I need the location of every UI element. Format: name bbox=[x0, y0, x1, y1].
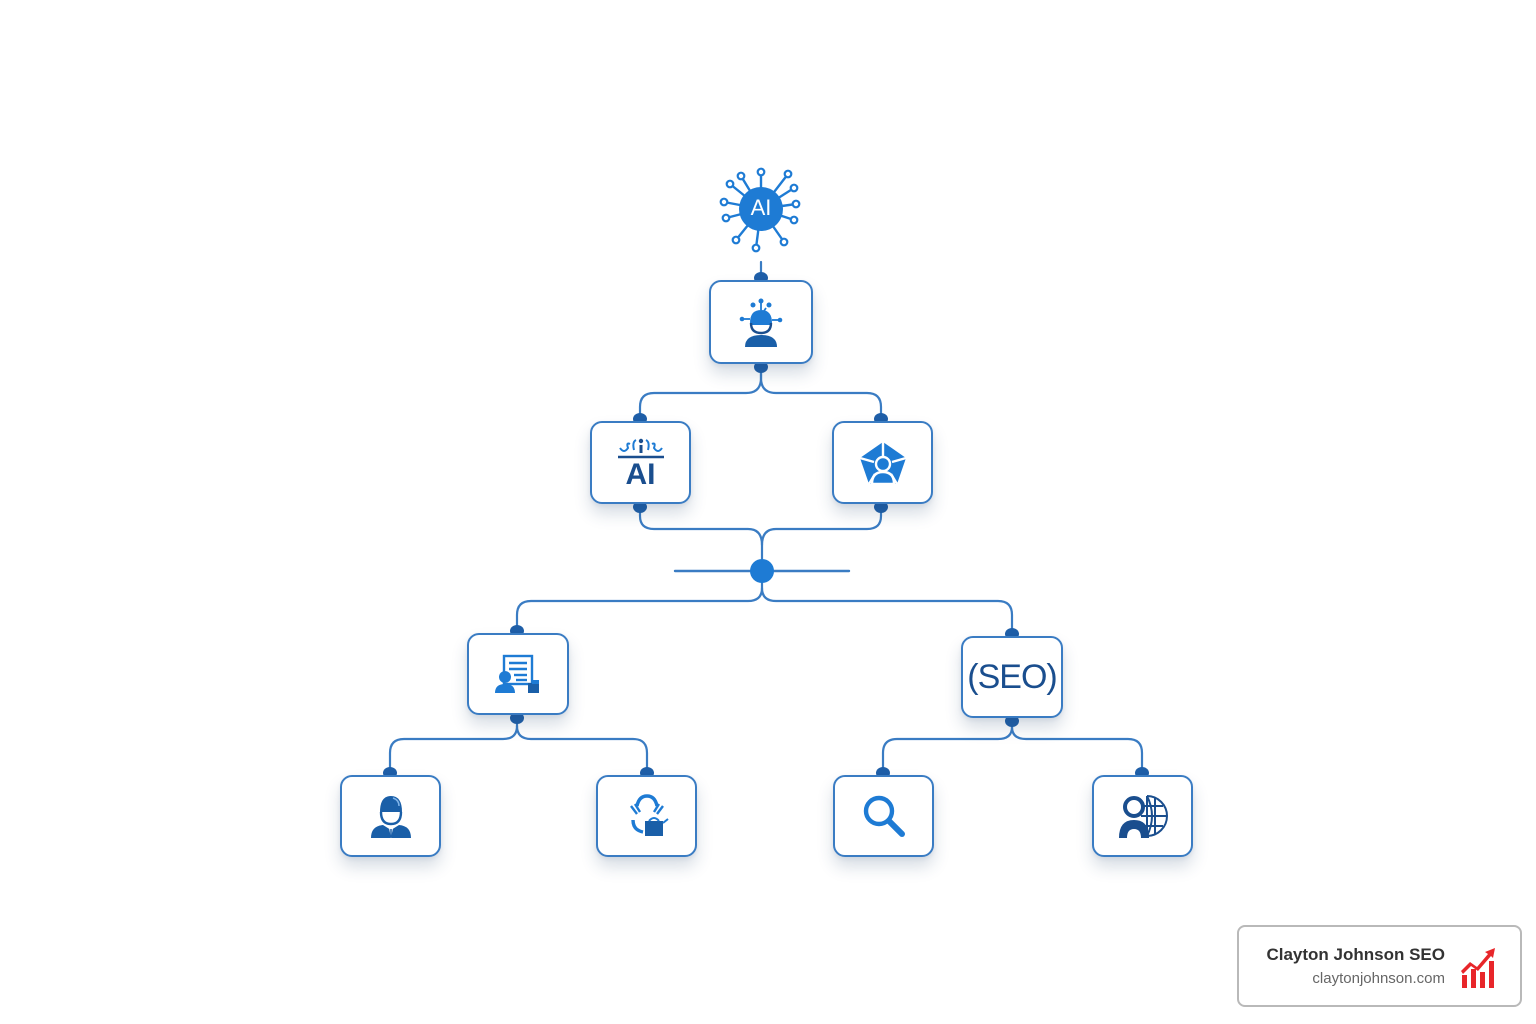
cycle-kettle-icon bbox=[629, 794, 669, 836]
node-cycle[interactable] bbox=[596, 775, 697, 857]
global-user-icon bbox=[1118, 795, 1168, 838]
person-ideas-icon bbox=[739, 298, 783, 347]
growth-chart-icon bbox=[1461, 948, 1495, 988]
ai-label: AI bbox=[750, 195, 772, 220]
content-person-icon bbox=[495, 654, 539, 693]
magnifier-icon bbox=[863, 795, 905, 837]
ai-crown-icon: AI bbox=[616, 436, 666, 490]
node-content[interactable] bbox=[467, 633, 569, 715]
node-seo[interactable]: (SEO) bbox=[961, 636, 1063, 718]
team-pentagon-icon bbox=[859, 441, 906, 485]
brand-url[interactable]: claytonjohnson.com bbox=[1312, 970, 1445, 987]
node-businessman[interactable] bbox=[340, 775, 441, 857]
brand-badge[interactable]: Clayton Johnson SEO claytonjohnson.com bbox=[1237, 925, 1522, 1007]
node-global-audience[interactable] bbox=[1092, 775, 1193, 857]
node-search[interactable] bbox=[833, 775, 934, 857]
seo-text-icon: (SEO) bbox=[967, 657, 1057, 696]
brand-title: Clayton Johnson SEO bbox=[1266, 945, 1445, 964]
ai-crown-label: AI bbox=[625, 457, 656, 491]
junction-hub-dot bbox=[750, 559, 774, 583]
ai-network-icon: AI bbox=[716, 164, 806, 254]
node-team[interactable] bbox=[832, 421, 933, 504]
businessman-icon bbox=[370, 796, 411, 838]
node-thinker[interactable] bbox=[709, 280, 813, 364]
node-ai-leadership[interactable]: AI bbox=[590, 421, 691, 504]
